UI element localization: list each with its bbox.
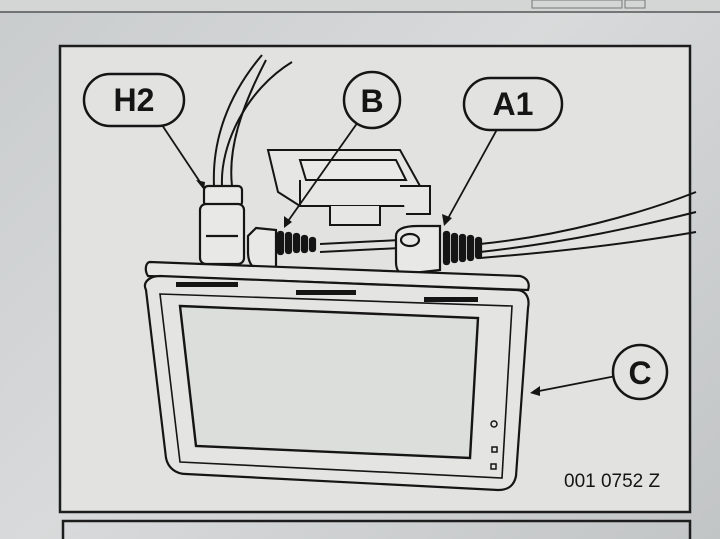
a1-cable-bundle bbox=[479, 191, 697, 259]
display-screen bbox=[178, 304, 480, 460]
callout-c-label: C bbox=[628, 355, 651, 391]
top-table-strip bbox=[0, 0, 720, 13]
callout-b-label: B bbox=[360, 83, 383, 119]
b-connector bbox=[246, 226, 317, 272]
callout-h2-label: H2 bbox=[114, 82, 155, 118]
next-figure-edge bbox=[61, 519, 692, 539]
leader-lines bbox=[159, 121, 617, 393]
h2-connector bbox=[198, 184, 246, 266]
mounting-bracket bbox=[266, 149, 431, 226]
leader-arrowheads bbox=[196, 180, 540, 396]
callout-h2: H2 bbox=[82, 72, 186, 128]
callout-a1: A1 bbox=[462, 76, 564, 132]
figure-reference-number: 001 0752 Z bbox=[564, 471, 661, 492]
callout-a1-label: A1 bbox=[493, 86, 534, 122]
callout-b: B bbox=[342, 70, 402, 130]
b-cable bbox=[319, 239, 401, 253]
callout-c: C bbox=[611, 343, 669, 401]
h2-cable bbox=[212, 54, 293, 187]
display-unit bbox=[143, 260, 530, 492]
a1-connector bbox=[394, 224, 483, 276]
